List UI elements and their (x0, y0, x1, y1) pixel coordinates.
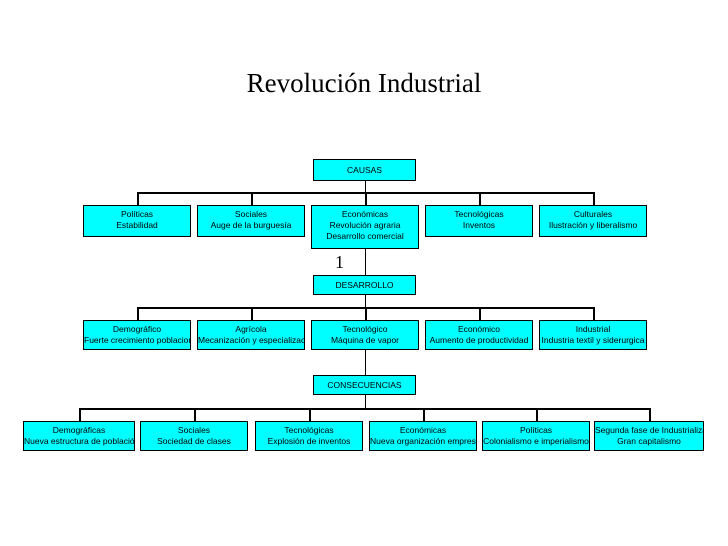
consecuencias-item-3-line-1: Nueva organización empresarial (370, 436, 476, 446)
desarrollo-drop-2 (365, 307, 367, 320)
causas-item-4-line-1: Ilustración y liberalismo (548, 220, 638, 230)
causas-item-1-line-0: Sociales (234, 209, 268, 219)
desarrollo-item-0-line-1: Fuerte crecimiento poblacional (84, 335, 191, 345)
desarrollo-item-4-line-1: Industria textil y siderurgica (541, 335, 645, 345)
consecuencias-item-2-line-1: Explosión de inventos (267, 436, 351, 446)
consecuencias-item-0-line-0: Demográficas (52, 425, 106, 435)
desarrollo-item-4-line-0: Industrial (575, 324, 611, 334)
causas-drop-0 (137, 192, 139, 205)
desarrollo-item-1-line-0: Agrícola (235, 324, 267, 334)
causas-drop-1 (251, 192, 253, 205)
desarrollo-drop-0 (137, 307, 139, 320)
consecuencias-item-5: Segunda fase de IndustrializaciónGran ca… (594, 421, 704, 451)
desarrollo-item-3-line-1: Aumento de productividad (429, 335, 529, 345)
causas-header-connector (364, 181, 366, 192)
consecuencias-drop-0 (79, 408, 81, 421)
consecuencias-item-5-line-0: Segunda fase de Industrialización (595, 425, 703, 435)
consecuencias-drop-3 (423, 408, 425, 421)
desarrollo-item-2-line-1: Máquina de vapor (330, 335, 400, 345)
consecuencias-item-1-line-0: Sociales (177, 425, 211, 435)
desarrollo-to-consecuencias-connector (364, 350, 366, 375)
causas-item-3-line-1: Inventos (462, 220, 496, 230)
consecuencias-item-4-line-1: Colonialismo e imperialismo (483, 436, 589, 446)
causas-item-3-line-0: Tecnológicas (454, 209, 504, 219)
causas-item-2-line-0: Económicas (341, 209, 389, 219)
consecuencias-item-4-line-0: Políticas (519, 425, 553, 435)
causas-header-box: CAUSAS (313, 159, 416, 181)
causas-item-0-line-0: Políticas (120, 209, 154, 219)
causas-item-0-line-1: Estabilidad (116, 220, 158, 230)
desarrollo-drop-3 (479, 307, 481, 320)
consecuencias-item-5-line-1: Gran capitalismo (617, 436, 681, 446)
consecuencias-header-connector (364, 395, 366, 408)
consecuencias-item-0-line-1: Nueva estructura de población (24, 436, 135, 446)
desarrollo-drop-1 (251, 307, 253, 320)
causas-item-1-line-1: Auge de la burguesía (210, 220, 292, 230)
desarrollo-item-0-line-0: Demográfico (112, 324, 162, 334)
consecuencias-drop-1 (194, 408, 196, 421)
desarrollo-header-box: DESARROLLO (313, 275, 416, 295)
causas-item-4-line-0: Culturales (573, 209, 613, 219)
causas-drop-4 (593, 192, 595, 205)
consecuencias-item-1-line-1: Sociedad de clases (157, 436, 231, 446)
consecuencias-drop-5 (649, 408, 651, 421)
desarrollo-item-2-line-0: Tecnológico (342, 324, 388, 334)
causas-item-2-line-2: Desarrollo comercial (326, 231, 404, 241)
diagram-title: Revolución Industrial (246, 68, 482, 98)
consecuencias-header-box-line-0: CONSECUENCIAS (327, 379, 402, 390)
consecuencias-item-2-line-0: Tecnológicas (284, 425, 334, 435)
desarrollo-header-connector (364, 295, 366, 307)
desarrollo-item-1-line-1: Mecanización y especialización (198, 335, 305, 345)
causas-drop-2 (365, 192, 367, 205)
causas-item-2-line-1: Revolución agraria (329, 220, 401, 230)
causas-drop-3 (479, 192, 481, 205)
consecuencias-drop-4 (536, 408, 538, 421)
consecuencias-bar (79, 408, 651, 410)
desarrollo-item-3-line-0: Económico (457, 324, 501, 334)
causas-to-desarrollo-connector (364, 249, 366, 275)
desarrollo-drop-4 (593, 307, 595, 320)
consecuencias-drop-2 (309, 408, 311, 421)
desarrollo-header-box-line-0: DESARROLLO (335, 279, 394, 290)
causas-header-box-line-0: CAUSAS (347, 164, 382, 175)
stray-mark: 1 (335, 252, 344, 272)
consecuencias-header-box: CONSECUENCIAS (313, 375, 416, 395)
consecuencias-item-3-line-0: Económicas (399, 425, 447, 435)
